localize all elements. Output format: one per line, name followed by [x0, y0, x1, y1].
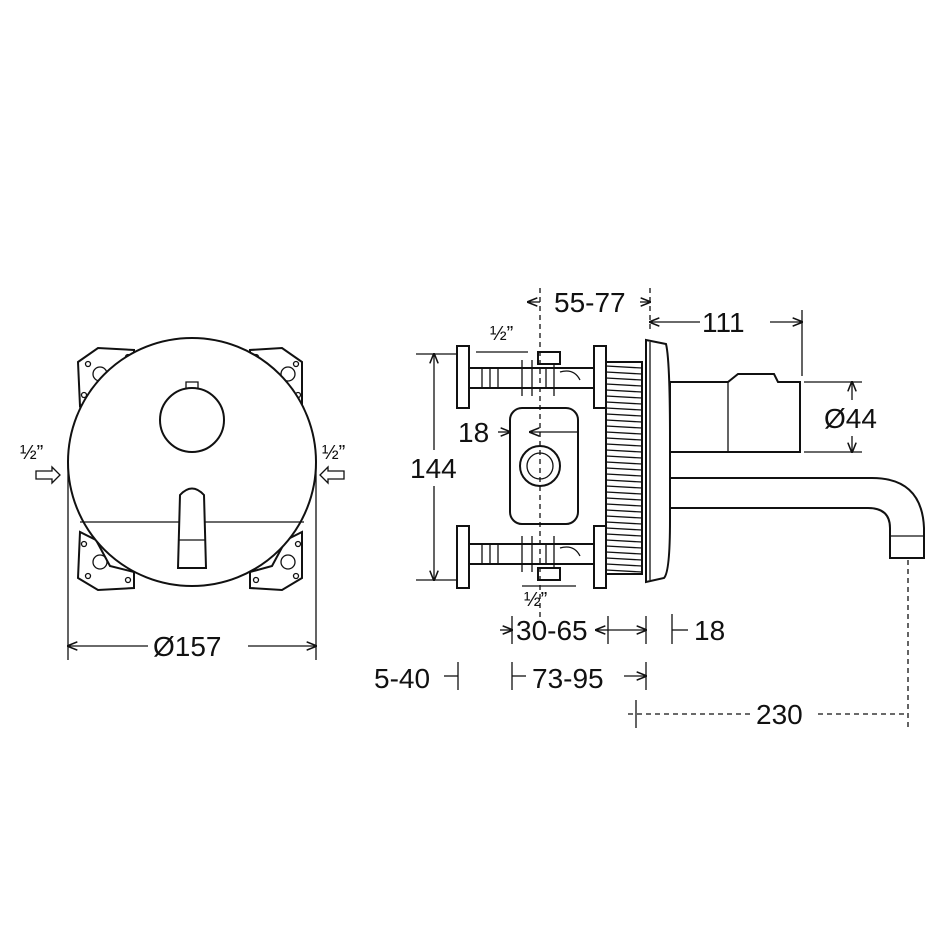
thread-line	[605, 437, 643, 441]
thread-line	[605, 557, 643, 561]
thread-line	[605, 401, 643, 405]
spout	[669, 477, 925, 559]
thread-line	[605, 461, 643, 465]
dim-18-left: 18	[458, 417, 489, 448]
thread-line	[605, 545, 643, 549]
dim-73-95: 73-95	[532, 663, 604, 694]
thread-line	[605, 383, 643, 387]
thread-line	[605, 497, 643, 501]
top-inlet-label: ½”	[490, 323, 513, 345]
thread-line	[605, 449, 643, 453]
thread-line	[605, 425, 643, 429]
upper-connection-rail	[468, 351, 595, 396]
mounting-bracket-bottom-left	[76, 530, 135, 592]
thread-line	[605, 527, 643, 531]
thread-line	[605, 569, 643, 573]
lever-handle	[176, 487, 208, 569]
right-inlet-label: ½”	[322, 442, 345, 464]
left-inlet-label: ½”	[20, 442, 43, 464]
diameter-label: Ø157	[153, 631, 222, 662]
thread-line	[605, 365, 643, 369]
thread-line	[605, 509, 643, 513]
thread-line	[605, 371, 643, 375]
dim-5-40: 5-40	[374, 663, 430, 694]
thread-line	[605, 491, 643, 495]
mounting-bracket-bottom-right	[249, 530, 303, 592]
thread-line	[605, 503, 643, 507]
thread-line	[605, 431, 643, 435]
dim-44: Ø44	[824, 403, 877, 434]
sensor-window	[159, 387, 225, 453]
dim-144: 144	[410, 453, 457, 484]
thread-line	[605, 389, 643, 393]
front-view: ½” ½” Ø157	[20, 337, 345, 662]
thread-line	[605, 455, 643, 459]
dim-55-77: 55-77	[554, 287, 626, 318]
dim-230: 230	[756, 699, 803, 730]
thread-line	[605, 419, 643, 423]
thread-line	[605, 563, 643, 567]
thread-line	[605, 485, 643, 489]
left-inlet-arrow	[35, 465, 61, 485]
dim-111: 111	[702, 307, 745, 338]
dim-30-65: 30-65	[516, 615, 588, 646]
thread-line	[605, 407, 643, 411]
thread-line	[605, 473, 643, 477]
thread-line	[605, 539, 643, 543]
thread-line	[605, 551, 643, 555]
thread-line	[605, 515, 643, 519]
thread-line	[605, 533, 643, 537]
thread-line	[605, 377, 643, 381]
right-inlet-arrow	[319, 465, 345, 485]
thread-line	[605, 395, 643, 399]
thread-line	[605, 413, 643, 417]
threaded-sleeve	[605, 361, 643, 575]
side-view: 55-77 111 ½” 18 144 Ø44 ½”	[374, 287, 925, 730]
thread-line	[605, 467, 643, 471]
bottom-inlet-label: ½”	[524, 589, 547, 611]
dim-18-bottom: 18	[694, 615, 725, 646]
thread-line	[605, 521, 643, 525]
control-body	[669, 373, 801, 453]
thread-line	[605, 479, 643, 483]
thread-line	[605, 443, 643, 447]
lower-connection-rail	[468, 536, 595, 581]
